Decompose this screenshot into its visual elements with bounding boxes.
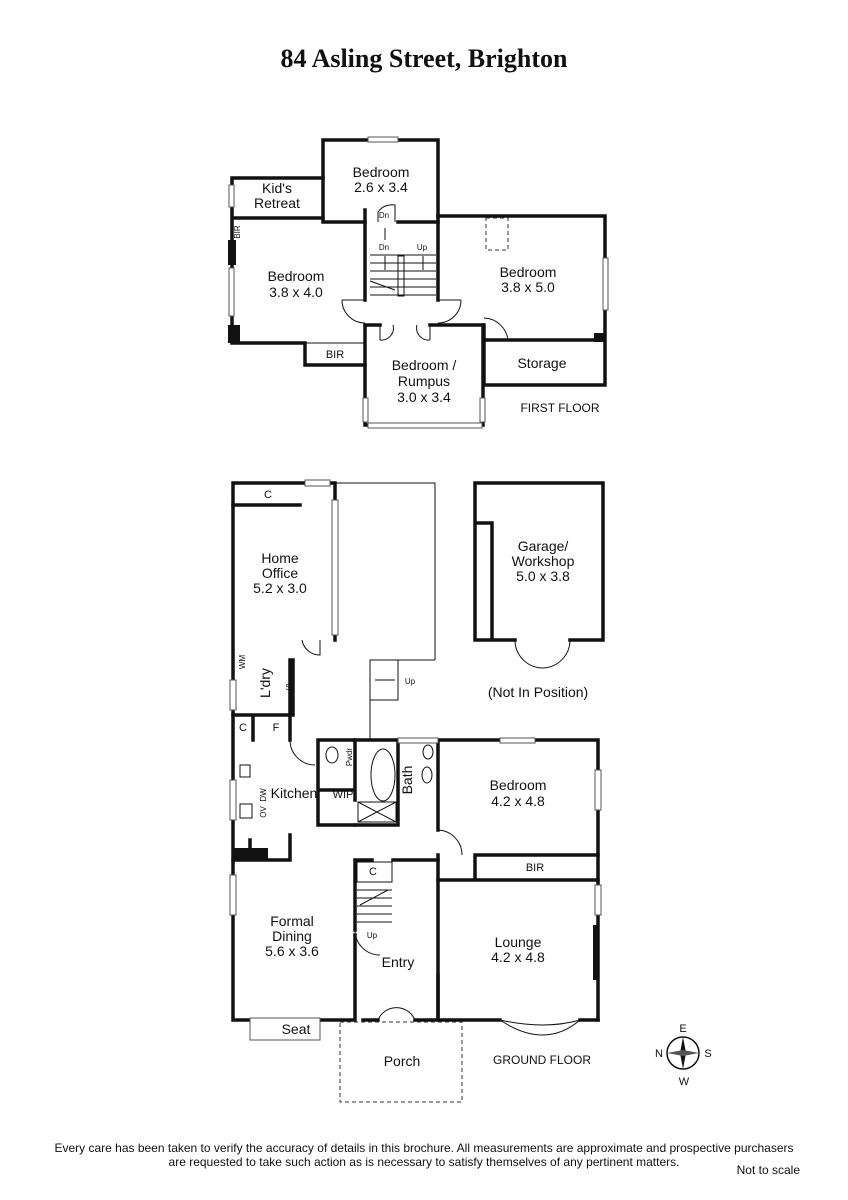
room-name: Entry <box>382 954 415 970</box>
stair-label: Up <box>417 243 428 252</box>
window <box>331 499 339 636</box>
chimney-block <box>228 240 236 265</box>
window <box>228 184 235 208</box>
room-dims: 3.8 x 5.0 <box>501 279 555 295</box>
window <box>229 874 237 916</box>
window <box>367 422 483 429</box>
not-to-scale-note: Not to scale <box>736 1163 800 1177</box>
fridge-label: F <box>273 722 280 734</box>
fireplace <box>233 848 268 860</box>
seat-window <box>249 1017 321 1041</box>
window <box>304 479 331 487</box>
window <box>602 257 609 311</box>
window <box>479 397 486 423</box>
room-dims: 5.2 x 3.0 <box>253 580 307 596</box>
room-name: Pwdr <box>345 748 354 767</box>
room-dims: 2.6 x 3.4 <box>354 179 408 195</box>
disclaimer: Every care has been taken to verify the … <box>0 1141 848 1169</box>
first-floor-walls <box>228 136 609 429</box>
room-name: Garage/ <box>518 538 569 554</box>
window <box>228 267 235 317</box>
room-name: BIR <box>233 225 242 239</box>
compass-east: E <box>679 1023 686 1035</box>
room-dims: 5.6 x 3.6 <box>265 943 319 959</box>
cupboard-label: C <box>369 866 377 878</box>
room-name: Dining <box>272 928 312 944</box>
room-name: BIR <box>526 862 544 874</box>
fireplace <box>593 925 599 980</box>
floor-label: GROUND FLOOR <box>493 1053 591 1067</box>
room-name: Retreat <box>254 195 300 211</box>
window <box>229 679 237 711</box>
cupboard-label: C <box>264 489 272 501</box>
room-name: Bedroom <box>490 777 547 793</box>
room-name: Kitchen <box>271 785 318 801</box>
room-name: Rumpus <box>398 373 450 389</box>
window <box>367 136 399 143</box>
room-name: Storage <box>517 355 566 371</box>
room-dims: 3.0 x 3.4 <box>397 389 451 405</box>
disclaimer-line: Every care has been taken to verify the … <box>54 1141 794 1155</box>
compass-icon <box>666 1036 700 1070</box>
window <box>499 737 536 744</box>
ground-floor-walls <box>229 479 605 1103</box>
window <box>594 884 602 916</box>
stair-label: Up <box>405 677 416 686</box>
appliance-label: WM <box>238 655 247 670</box>
disclaimer-line: are requested to take such action as is … <box>168 1155 680 1169</box>
room-name: Porch <box>384 1053 421 1069</box>
room-dims: 4.2 x 4.8 <box>491 793 545 809</box>
room-name: Kid's <box>262 180 292 196</box>
appliance-label: S <box>285 683 290 692</box>
window <box>362 397 369 423</box>
stair-label: Dn <box>379 211 389 220</box>
room-name: Bath <box>399 766 415 795</box>
compass-west: W <box>679 1076 690 1088</box>
window <box>397 737 439 744</box>
garage-note: (Not In Position) <box>488 684 588 700</box>
room-name: L'dry <box>257 668 273 698</box>
room-name: Bedroom <box>268 268 325 284</box>
room-dims: 3.8 x 4.0 <box>269 284 323 300</box>
appliance-label: OV <box>259 806 268 818</box>
chimney-block <box>594 333 606 342</box>
cupboard-label: C <box>239 722 247 734</box>
room-name: Bedroom <box>500 264 557 280</box>
chimney-block <box>228 325 240 343</box>
room-name: Bedroom <box>353 164 410 180</box>
seat-label: Seat <box>282 1021 311 1037</box>
room-name: Home <box>261 550 299 566</box>
room-name: Office <box>262 565 299 581</box>
window <box>594 769 602 811</box>
room-name: Formal <box>270 913 314 929</box>
window <box>229 779 237 821</box>
floor-label: FIRST FLOOR <box>520 401 599 415</box>
compass-north: N <box>655 1048 663 1060</box>
room-dims: 5.0 x 3.8 <box>516 568 570 584</box>
appliance-label: DW <box>259 788 268 802</box>
room-name: WIP <box>333 789 354 801</box>
property-title: 84 Asling Street, Brighton <box>280 44 568 73</box>
compass-south: S <box>704 1048 711 1060</box>
room-name: BIR <box>326 349 344 361</box>
stair-label: Dn <box>379 243 389 252</box>
stair-label: Up <box>367 931 378 940</box>
room-dims: 4.2 x 4.8 <box>491 949 545 965</box>
room-name: Workshop <box>512 553 575 569</box>
room-name: Lounge <box>495 934 542 950</box>
room-name: Bedroom / <box>392 357 457 373</box>
